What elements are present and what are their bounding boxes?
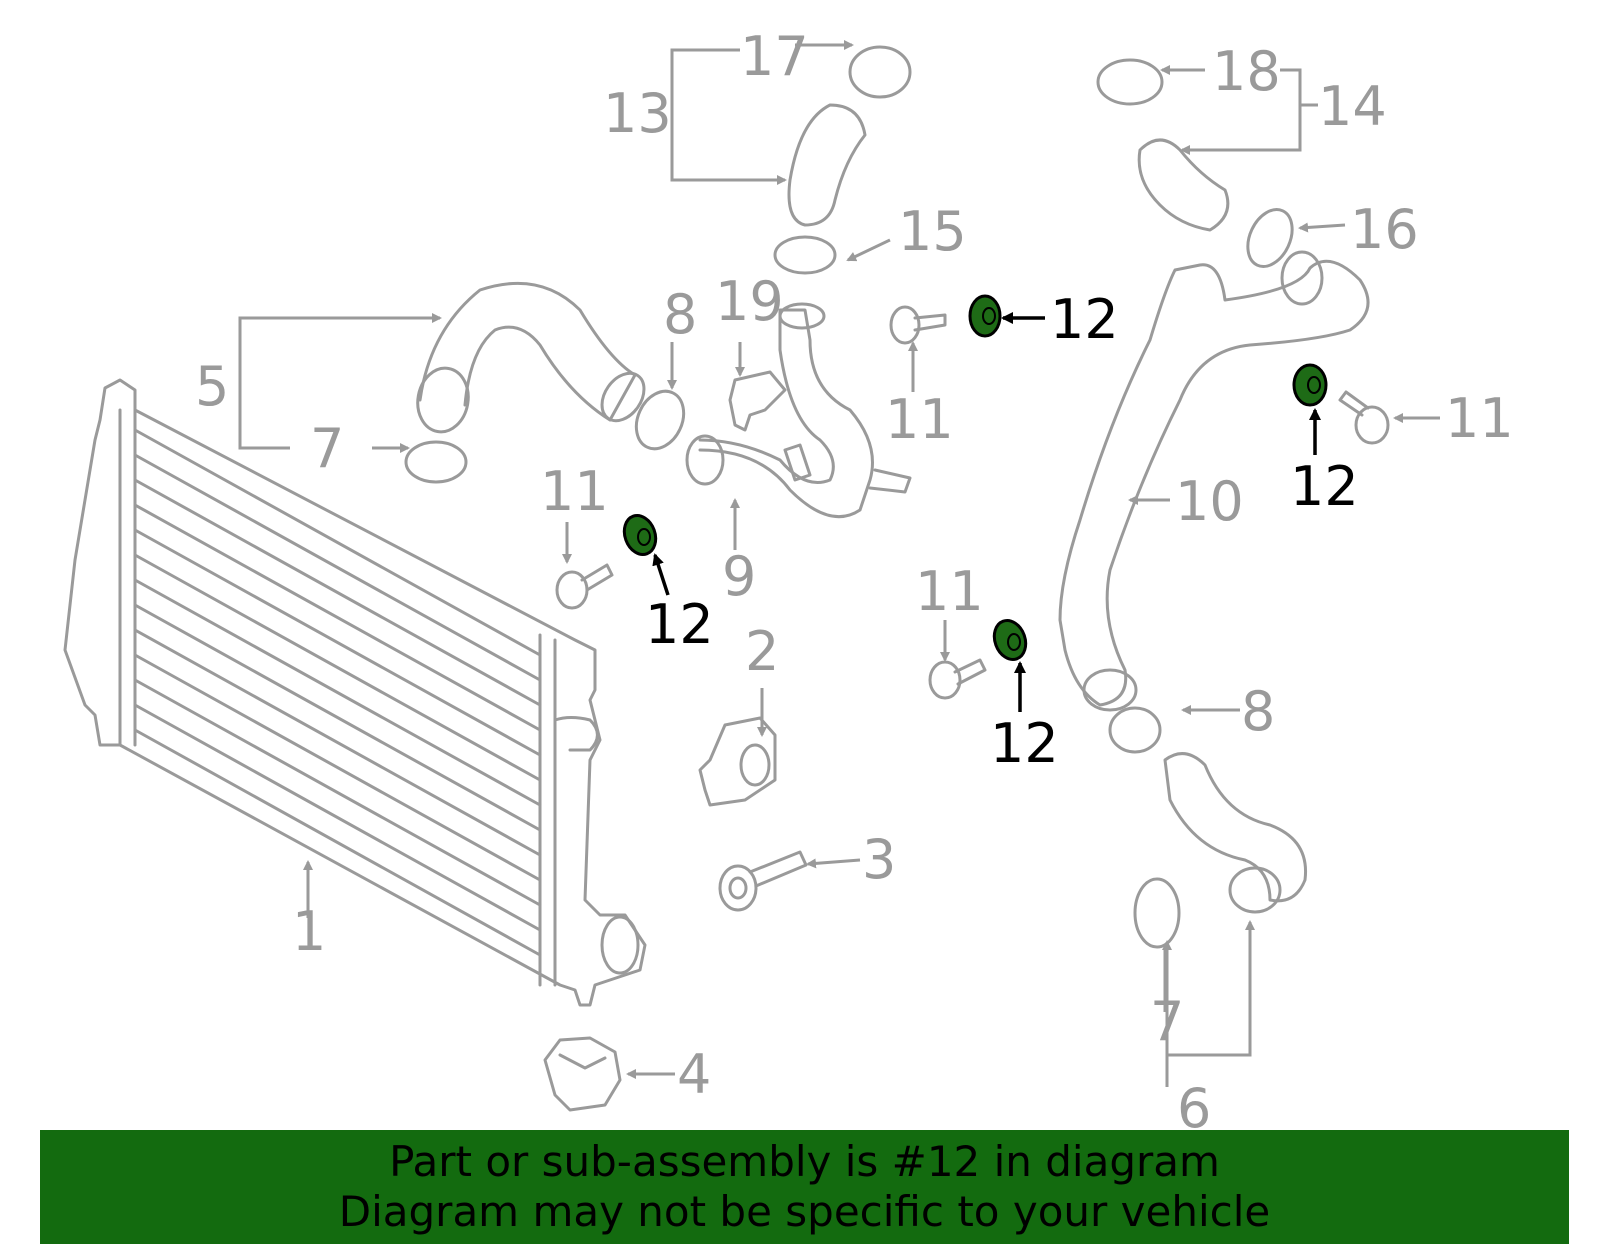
clamp-part	[404, 440, 1181, 949]
callout-1: 1	[292, 900, 326, 963]
hose-13-part	[787, 103, 867, 227]
intercooler-pipe-part	[1058, 250, 1370, 712]
clamp-16-part	[1246, 208, 1294, 268]
callout-7b: 7	[1150, 990, 1184, 1053]
callout-9: 9	[722, 545, 756, 608]
intercooler-part	[63, 378, 647, 1007]
callout-16: 16	[1350, 198, 1419, 261]
parts-diagram: 1 2 3 4 5 6 7 7 8 8 9 10 11 11 11 11 12 …	[63, 25, 1514, 1130]
callout-11b: 11	[1445, 387, 1514, 450]
clamp-15-part	[773, 235, 837, 275]
callout-12d: 12	[990, 712, 1059, 775]
callout-4: 4	[677, 1043, 711, 1106]
bolt-11-part	[555, 305, 1390, 700]
upper-hose-part	[416, 281, 646, 434]
callout-12c: 12	[645, 593, 714, 656]
leader-lines	[238, 40, 1440, 1087]
callout-3: 3	[862, 828, 896, 891]
bolt-part	[718, 850, 808, 912]
callout-11a: 11	[885, 388, 954, 451]
footer-line-1: Part or sub-assembly is #12 in diagram	[389, 1137, 1220, 1186]
cap-part	[543, 1036, 622, 1112]
callout-12b: 12	[1290, 455, 1359, 518]
callout-12a: 12	[1050, 288, 1119, 351]
callout-18: 18	[1212, 40, 1281, 103]
hose-14-part	[1137, 138, 1230, 232]
clamp-18-part	[1096, 58, 1164, 106]
clamp-part-8	[634, 389, 1162, 754]
callout-5: 5	[195, 355, 229, 418]
callout-19: 19	[715, 270, 784, 333]
footer-banner: Part or sub-assembly is #12 in diagram D…	[40, 1130, 1569, 1244]
callout-17: 17	[740, 25, 809, 88]
charge-pipe-part	[685, 302, 912, 519]
callout-11c: 11	[540, 460, 609, 523]
clamp-17-part	[848, 45, 912, 99]
callout-15: 15	[898, 200, 967, 263]
leader-lines-12	[652, 312, 1321, 712]
callout-2: 2	[745, 620, 779, 683]
callout-labels: 1 2 3 4 5 6 7 7 8 8 9 10 11 11 11 11 12 …	[195, 25, 1514, 1130]
grommet-12-part[interactable]	[619, 294, 1328, 664]
callout-11d: 11	[915, 560, 984, 623]
callout-10: 10	[1175, 470, 1244, 533]
callout-8a: 8	[663, 283, 697, 346]
bracket-part	[698, 716, 777, 807]
callout-14: 14	[1318, 75, 1387, 138]
footer-line-2: Diagram may not be specific to your vehi…	[338, 1187, 1271, 1236]
callout-13: 13	[603, 82, 672, 145]
callout-7a: 7	[310, 417, 344, 480]
callout-8b: 8	[1241, 680, 1275, 743]
lower-hose-part	[1163, 752, 1308, 914]
callout-6: 6	[1177, 1077, 1211, 1130]
sensor-19-part	[728, 370, 787, 432]
